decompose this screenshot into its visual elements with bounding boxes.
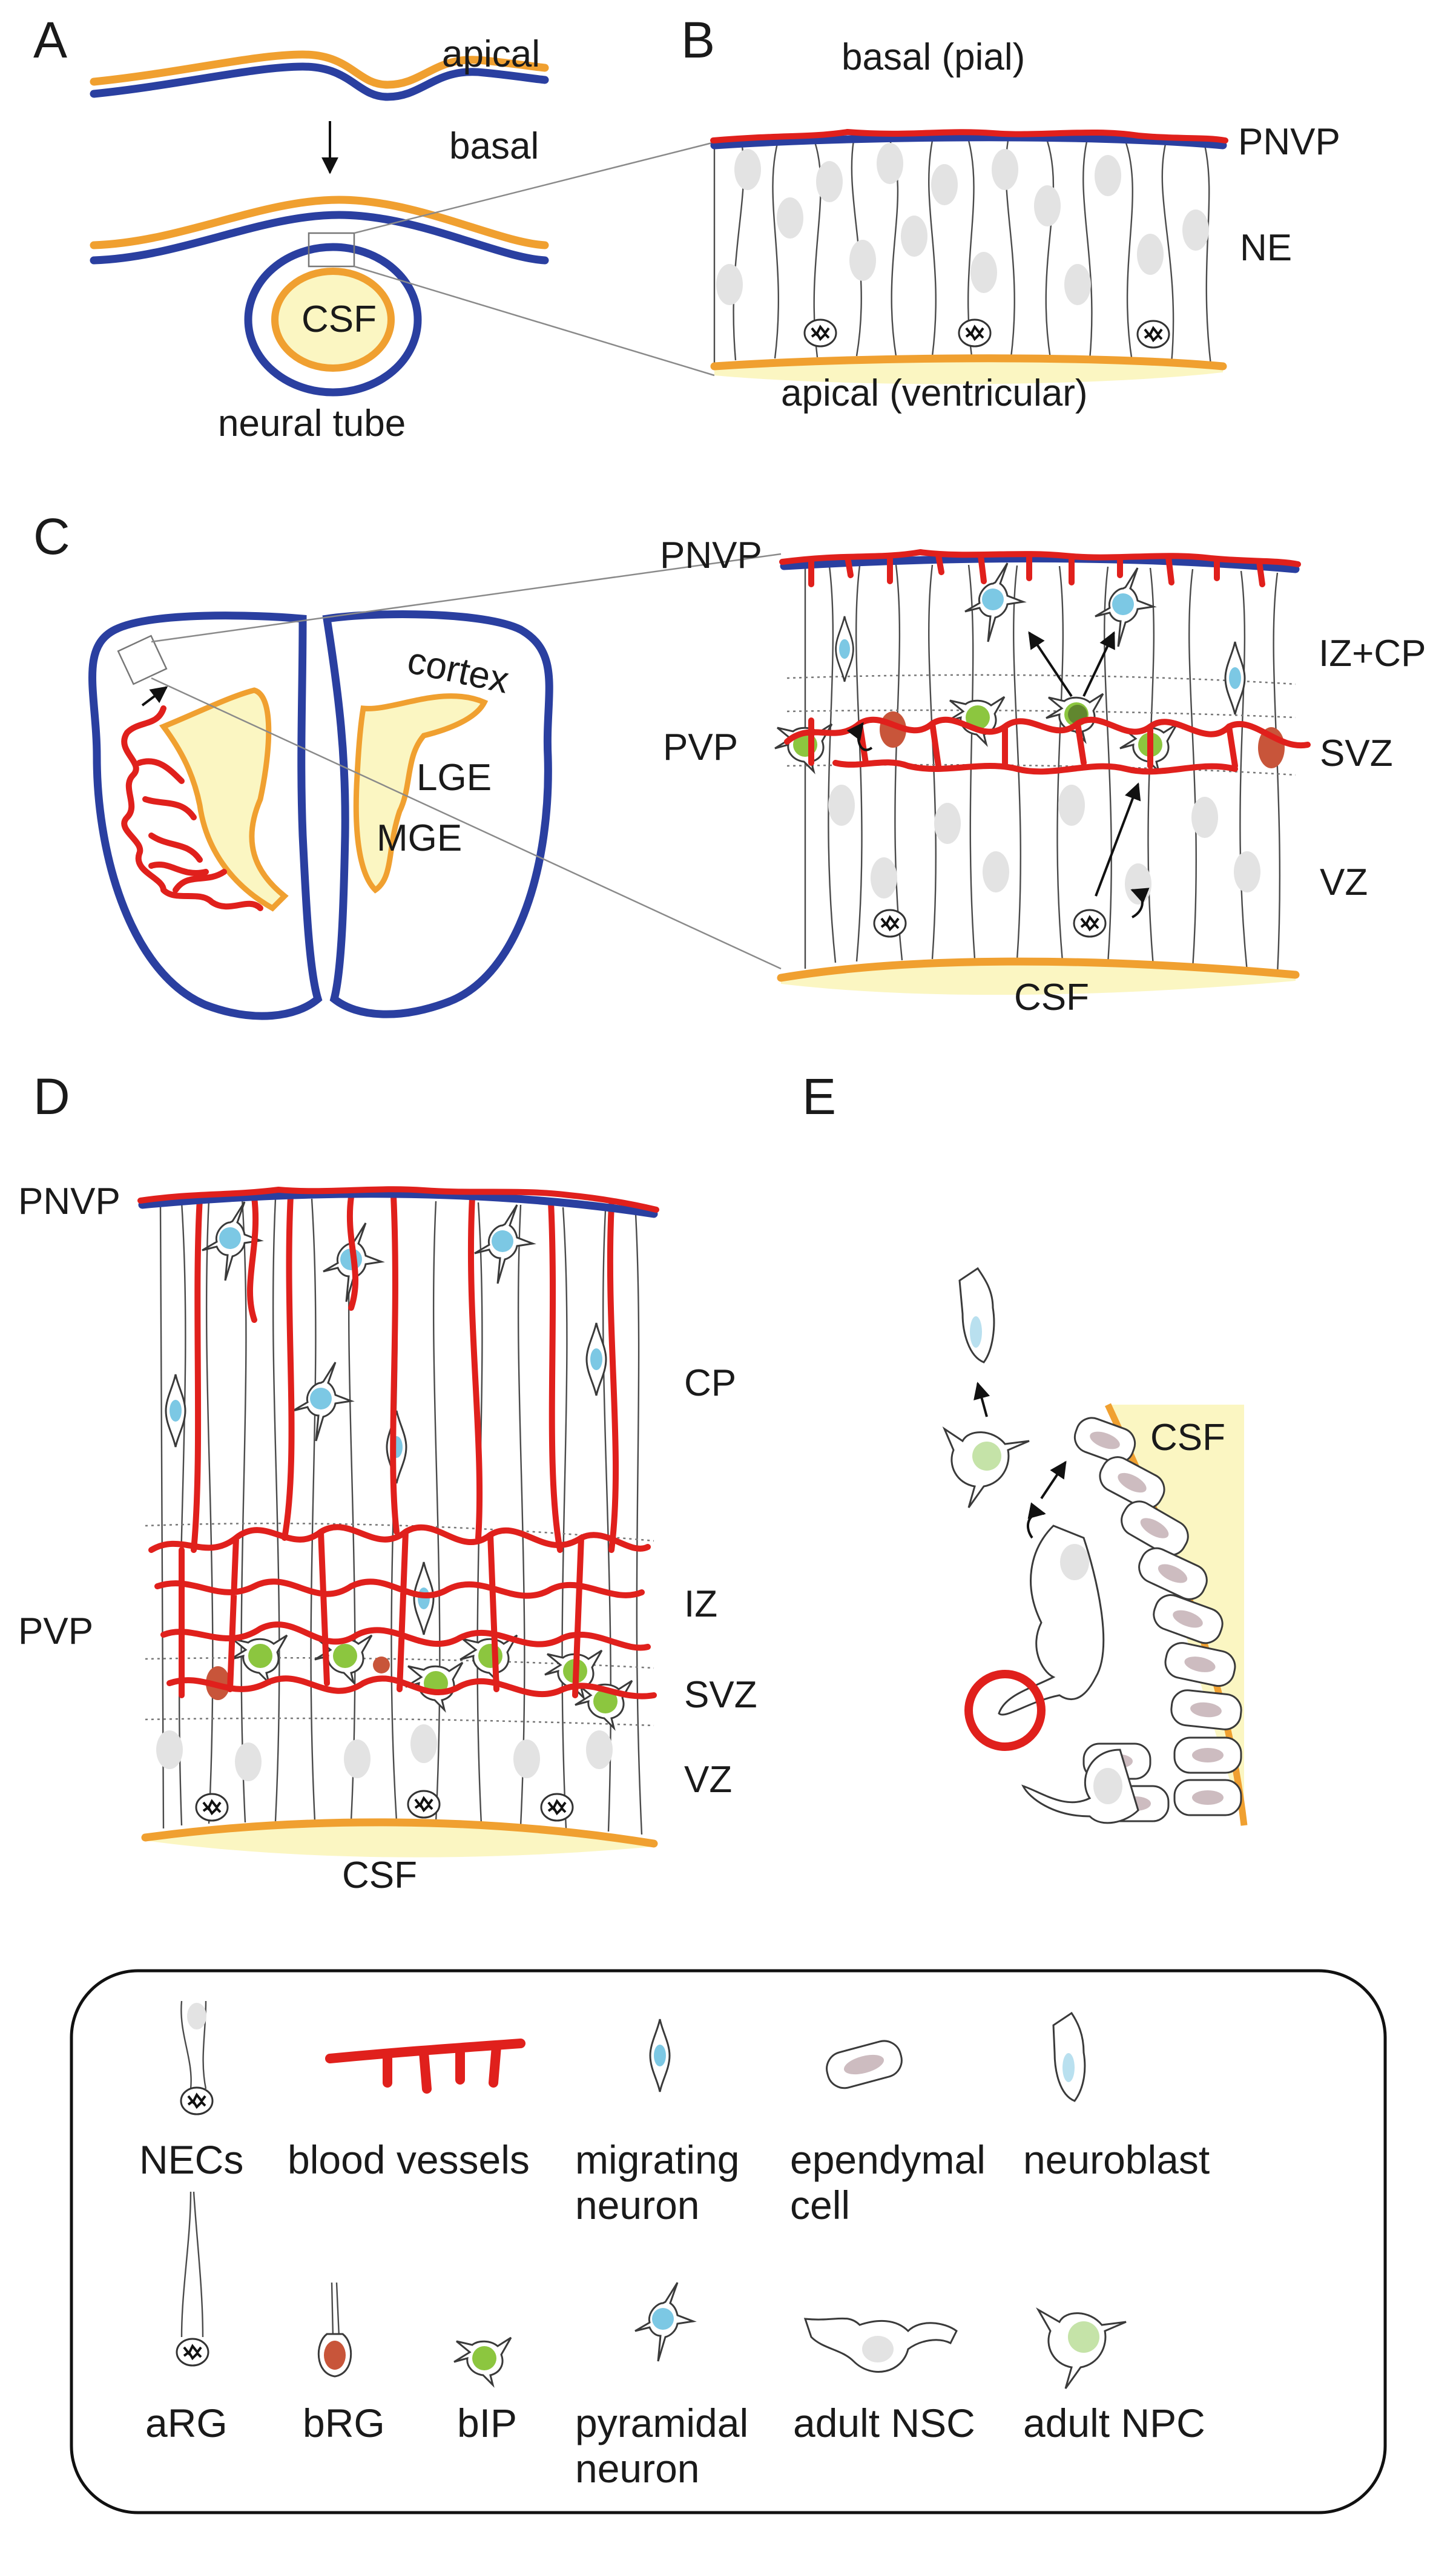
neural-tube-outer xyxy=(244,243,422,397)
label-basal-pial: basal (pial) xyxy=(842,36,1025,78)
legend-label-migrating: migrating xyxy=(575,2137,739,2182)
legend-label-neuroblast: neuroblast xyxy=(1023,2137,1210,2182)
label-lge: LGE xyxy=(417,757,492,799)
label-iz-d: IZ xyxy=(684,1583,717,1625)
zoom-box-a xyxy=(308,232,355,268)
legend-icon-adult-nsc xyxy=(803,2317,958,2373)
panel-e-label: E xyxy=(802,1068,836,1125)
legend-label-blood-vessels: blood vessels xyxy=(288,2137,530,2182)
panel-c-label: C xyxy=(33,508,70,565)
legend-label-adult-npc: adult NPC xyxy=(1023,2401,1205,2445)
label-csf-a: CSF xyxy=(301,298,377,340)
legend-label-pyramidal: pyramidal xyxy=(575,2401,748,2445)
neuroblast-e xyxy=(958,1267,995,1363)
legend: NECs blood vessels migrating neuron epen… xyxy=(70,1969,1387,2514)
panel-b-label: B xyxy=(681,12,715,68)
neural-tube-lumen xyxy=(271,268,395,372)
blood-vessel-e xyxy=(964,1670,1046,1751)
panel-c-cortex-zoom xyxy=(774,549,1311,995)
legend-label-bip: bIP xyxy=(457,2401,517,2445)
ne-cells xyxy=(713,140,1212,366)
legend-label-ependymal-2: cell xyxy=(790,2183,850,2227)
legend-icon-ependymal-cell xyxy=(826,2040,903,2089)
label-pvp-d: PVP xyxy=(18,1610,93,1652)
legend-label-brg: bRG xyxy=(303,2401,385,2445)
zoom-guides-c xyxy=(151,553,782,970)
label-cp: CP xyxy=(684,1362,736,1404)
legend-label-arg: aRG xyxy=(145,2401,228,2445)
label-svz-d: SVZ xyxy=(684,1674,757,1716)
legend-label-migrating-2: neuron xyxy=(575,2183,700,2227)
panel-e-adult-niche xyxy=(942,1267,1248,1826)
label-pnvp-c: PNVP xyxy=(660,535,762,576)
label-pvp-c: PVP xyxy=(663,727,738,768)
panel-d-label: D xyxy=(33,1068,70,1125)
label-vz-d: VZ xyxy=(684,1759,732,1801)
label-csf-e: CSF xyxy=(1150,1417,1225,1459)
zoom-guides-a xyxy=(354,141,715,377)
label-apical-ventricular: apical (ventricular) xyxy=(781,372,1088,414)
legend-box xyxy=(70,1969,1387,2514)
legend-label-ependymal: ependymal xyxy=(790,2137,986,2182)
label-vz-c: VZ xyxy=(1320,862,1368,903)
label-basal: basal xyxy=(449,125,539,167)
label-mge: MGE xyxy=(377,817,462,859)
label-apical: apical xyxy=(442,33,540,75)
legend-icon-blood-vessels xyxy=(325,2039,525,2094)
legend-label-pyramidal-2: neuron xyxy=(575,2446,700,2491)
panel-b-neuroepithelium xyxy=(710,129,1228,384)
label-ne: NE xyxy=(1240,227,1292,269)
adult-nsc-e xyxy=(998,1525,1105,1716)
legend-label-necs: NECs xyxy=(139,2137,243,2182)
legend-icon-neuroblast xyxy=(1052,2011,1086,2102)
legend-icon-necs xyxy=(180,2000,214,2115)
label-csf-c: CSF xyxy=(1014,977,1089,1018)
label-pnvp-d: PNVP xyxy=(18,1181,120,1222)
legend-icon-brg xyxy=(317,2282,352,2378)
label-cortex: cortex xyxy=(404,639,513,702)
label-pnvp-b: PNVP xyxy=(1238,121,1340,163)
label-svz-c: SVZ xyxy=(1320,733,1393,774)
label-neural-tube: neural tube xyxy=(218,403,406,444)
legend-label-adult-nsc: adult NSC xyxy=(793,2401,975,2445)
legend-icon-arg xyxy=(176,2191,209,2367)
panel-a-neural-plate xyxy=(90,50,549,397)
panel-a-label: A xyxy=(33,12,67,68)
legend-icon-adult-npc xyxy=(1035,2307,1127,2389)
label-iz-cp: IZ+CP xyxy=(1319,633,1426,674)
label-csf-d: CSF xyxy=(342,1854,417,1896)
panel-c-forebrain-section xyxy=(88,610,553,1020)
panel-d-cortex xyxy=(137,1186,659,1858)
